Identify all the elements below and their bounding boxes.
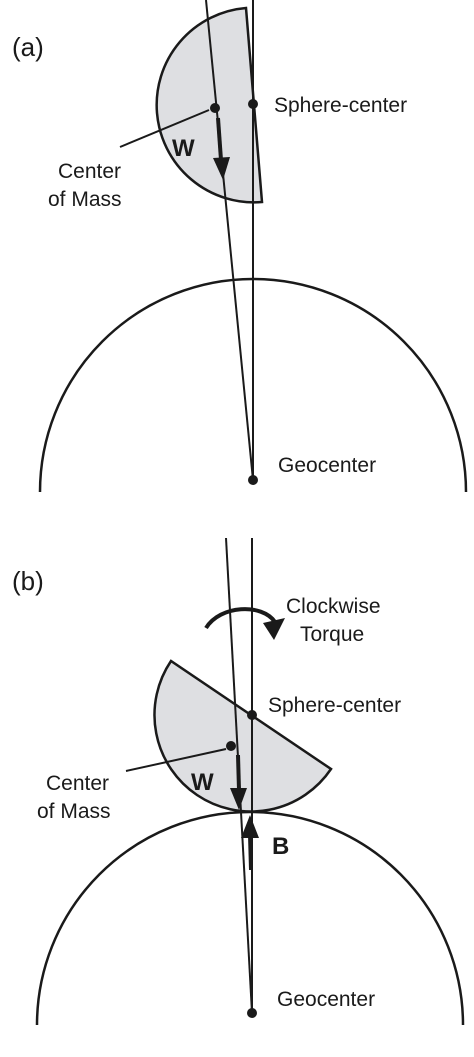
torque-label-b-2: Torque (300, 623, 364, 646)
buoyancy-label-b: B (272, 833, 289, 860)
panel-a: (a) Sphere-center Center of Mass W Geoce… (12, 0, 468, 492)
panel-b: (b) Clockwise Torque Sphere-center Cente… (12, 537, 465, 1026)
weight-arrow-shaft-b (236, 754, 241, 791)
buoyancy-arrow-head-b (241, 815, 259, 838)
buoyancy-arrow-shaft-b (248, 834, 253, 871)
center-of-mass-label-a-2: of Mass (48, 188, 122, 211)
sphere-center-point-b (247, 710, 257, 720)
center-of-mass-pointer-a (119, 109, 210, 148)
center-of-mass-label-a-1: Center (58, 160, 121, 183)
sphere-center-point-a (248, 99, 258, 109)
center-of-mass-label-b-2: of Mass (37, 800, 111, 823)
torque-label-b-1: Clockwise (286, 595, 381, 618)
torque-arrow-head-b (263, 618, 285, 640)
geocenter-point-a (248, 475, 258, 485)
center-of-mass-pointer-b (125, 748, 227, 772)
weight-arrow-shaft-a (216, 117, 223, 161)
geocenter-label-a: Geocenter (278, 454, 376, 477)
weight-label-b: W (191, 769, 214, 796)
hemisphere-body-b (153, 659, 333, 813)
sphere-center-label-a: Sphere-center (274, 94, 407, 117)
panel-b-label: (b) (12, 566, 44, 596)
geocenter-label-b: Geocenter (277, 988, 375, 1011)
weight-arrow-head-b (230, 788, 247, 810)
center-of-mass-point-b (226, 741, 236, 751)
torque-arrow-b (204, 607, 277, 630)
hemisphere-body-a (155, 6, 264, 204)
sphere-center-label-b: Sphere-center (268, 694, 401, 717)
center-of-mass-label-b-1: Center (46, 772, 109, 795)
center-of-mass-point-a (210, 103, 220, 113)
mass-line-a (205, 0, 254, 481)
weight-label-a: W (172, 135, 195, 162)
panel-a-label: (a) (12, 32, 44, 62)
weight-arrow-head-a (213, 157, 230, 180)
geocenter-point-b (247, 1008, 257, 1018)
